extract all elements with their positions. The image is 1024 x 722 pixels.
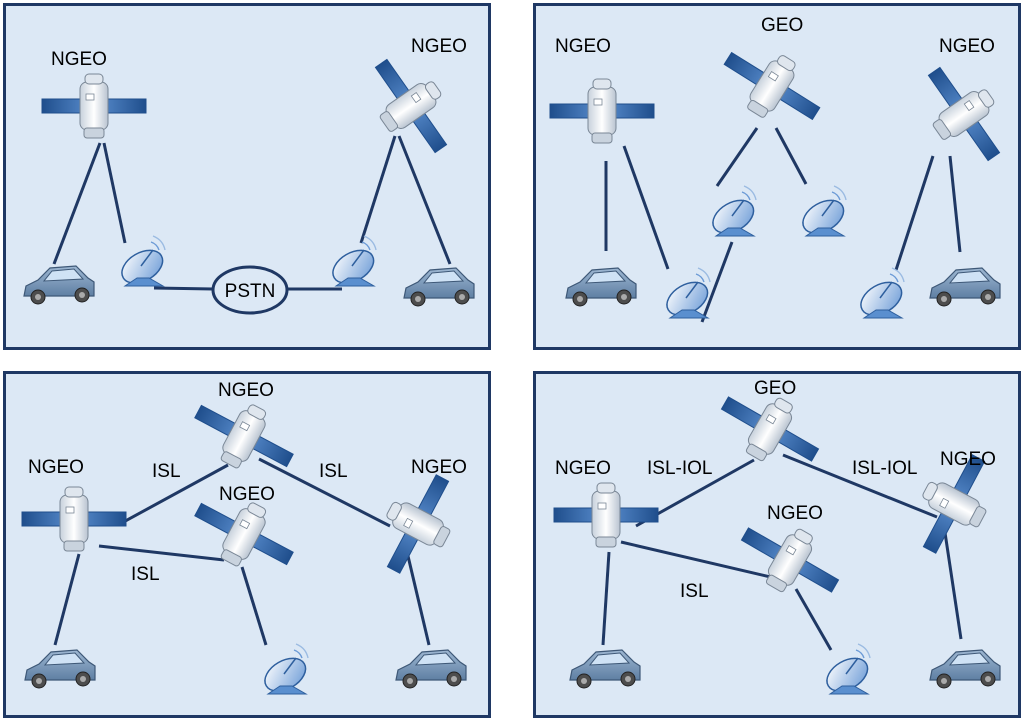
satellite-icon: [710, 30, 834, 142]
satellite-icon: [354, 44, 468, 168]
isl-left-label: ISL: [152, 461, 181, 482]
satellite-icon: [907, 52, 1018, 176]
sat-top-label: GEO: [754, 378, 796, 399]
panel-geo-isl-iol: GEO NGEO NGEO NGEO ISL-IOL ISL-IOL ISL: [533, 371, 1021, 718]
sat-left-label: NGEO: [555, 458, 611, 479]
panel-ngeo-isl: NGEO NGEO NGEO NGEO ISL ISL ISL: [3, 371, 491, 718]
dish-antenna-icon: [706, 185, 761, 241]
panel-ngeo-pstn: PSTN NGEO NGEO: [3, 3, 491, 350]
sat-top-label: NGEO: [218, 380, 274, 401]
satellite-icon: [553, 482, 659, 548]
satellite-icon: [549, 78, 655, 144]
isl-right-label: ISL: [319, 461, 348, 482]
satellite-icon: [364, 462, 472, 586]
sat-left-label: NGEO: [28, 457, 84, 478]
dish-antenna-icon: [326, 235, 381, 291]
sat-center-label: GEO: [761, 15, 803, 36]
pstn-ellipse: [211, 265, 289, 315]
car-icon: [569, 649, 641, 689]
dish-antenna-icon: [115, 235, 170, 291]
sat-middle-label: NGEO: [767, 503, 823, 524]
isl-bottom-label: ISL: [680, 581, 709, 602]
car-icon: [565, 267, 637, 307]
dish-antenna-icon: [854, 267, 909, 323]
links: [604, 127, 962, 323]
car-icon: [929, 649, 1001, 689]
pstn-label: PSTN: [225, 281, 276, 302]
sat-right-label: NGEO: [411, 36, 467, 57]
car-icon: [23, 265, 95, 305]
panel-ngeo-geo-ngeo: NGEO GEO NGEO: [533, 3, 1021, 350]
car-icon: [24, 649, 96, 689]
sat-right-label: NGEO: [939, 36, 995, 57]
isl-iol-left-label: ISL-IOL: [647, 458, 712, 479]
links: [52, 135, 452, 291]
isl-bottom-label: ISL: [131, 564, 160, 585]
dish-antenna-icon: [258, 643, 313, 699]
isl-iol-right-label: ISL-IOL: [852, 458, 917, 479]
dish-antenna-icon: [820, 643, 875, 699]
sat-right-label: NGEO: [411, 457, 467, 478]
satellite-icon: [41, 73, 147, 139]
car-icon: [395, 649, 467, 689]
car-icon: [929, 267, 1001, 307]
car-icon: [403, 267, 475, 307]
sat-right-label: NGEO: [940, 449, 996, 470]
sat-middle-label: NGEO: [219, 484, 275, 505]
satellite-icon: [21, 486, 127, 552]
sat-left-label: NGEO: [555, 36, 611, 57]
sat-left-label: NGEO: [51, 49, 107, 70]
links: [53, 457, 431, 646]
dish-antenna-icon: [796, 185, 851, 241]
